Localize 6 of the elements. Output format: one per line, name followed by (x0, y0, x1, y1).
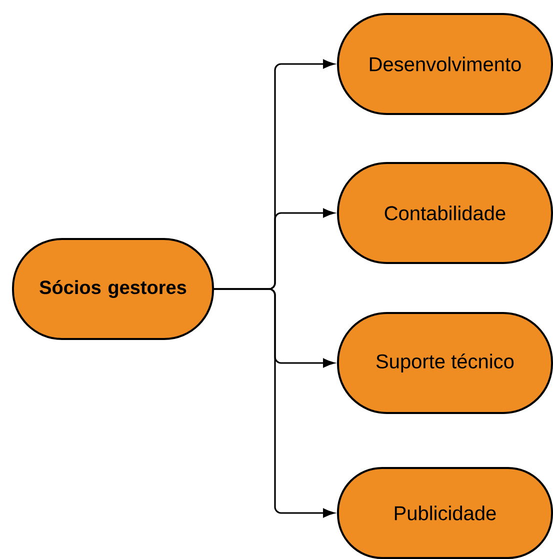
arrow (214, 288, 334, 518)
process-box: Sócios gestores (12, 238, 214, 340)
process-box: Contabilidade (337, 162, 553, 264)
process-box: Publicidade (337, 467, 553, 559)
process-box: Suporte técnico (337, 312, 553, 414)
process-box: Desenvolvimento (337, 13, 553, 115)
